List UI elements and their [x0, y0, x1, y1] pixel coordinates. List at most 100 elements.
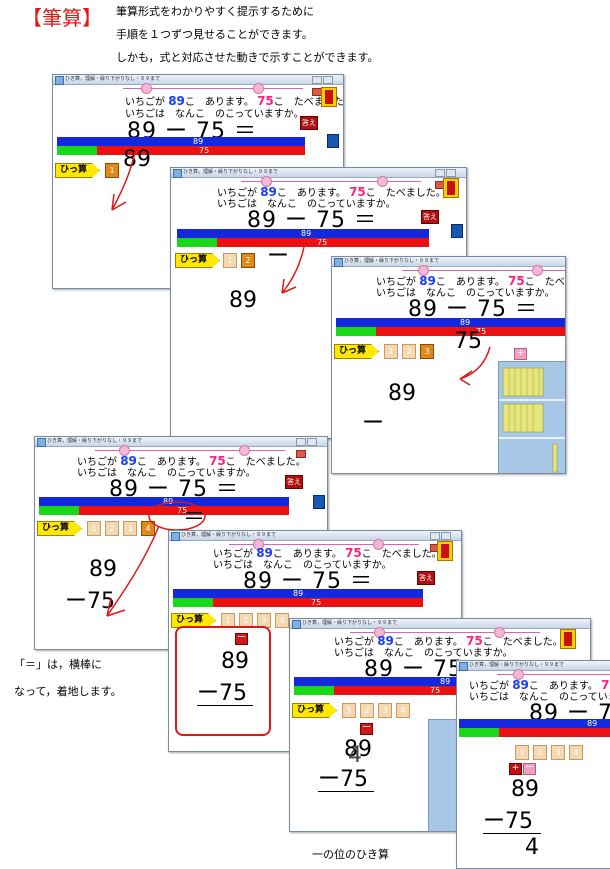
bar-75-label: 75 [199, 146, 210, 155]
placed-minus: ー [362, 411, 385, 436]
bar-89-label: 89 [587, 719, 598, 728]
placed-89: 89 [388, 381, 416, 406]
window-controls[interactable] [429, 532, 459, 552]
step-4-button[interactable]: 4 [569, 745, 583, 760]
window-titlebar: ひき算，理解・繰り下がりなし・９９まで [169, 531, 461, 552]
window-title: ひき算，理解・繰り下がりなし・９９まで [65, 76, 161, 82]
equation: 89 ー 75 ＝ [408, 297, 538, 322]
app-icon [173, 169, 182, 178]
hissan-button[interactable]: ひっ算 [292, 703, 338, 718]
counter-icon[interactable] [321, 87, 337, 107]
bar-75 [97, 146, 305, 155]
app-icon [37, 438, 46, 447]
step-1-button[interactable]: 1 [342, 703, 356, 718]
step-1-button[interactable]: 1 [384, 344, 398, 359]
bar-89-label: 89 [163, 497, 174, 506]
placed-minus-75: ー75 [483, 809, 533, 834]
landing-note-line-1: 「＝」は，横棒に [14, 658, 102, 671]
answer-button[interactable]: 答え [421, 210, 439, 224]
base-ten-blocks-panel [498, 361, 565, 473]
step-1-button[interactable]: 1 [223, 253, 237, 268]
flower-icon [377, 176, 388, 187]
window-titlebar: ひき算，理解・繰り下がりなし・９９まで [171, 168, 466, 189]
question-line-1: いちごが 89こ あります。 75こ たべました。 [376, 274, 565, 288]
motion-arrow-1 [111, 151, 136, 211]
bar-75-label: 75 [476, 327, 487, 336]
flower-icon [141, 83, 152, 94]
placed-89: 89 [511, 777, 539, 802]
window-controls[interactable] [434, 169, 464, 189]
placed-89: 89 [229, 288, 257, 313]
falling-minus: ー [267, 244, 290, 269]
step-3-button[interactable]: 3 [551, 745, 565, 760]
window-controls[interactable] [311, 76, 341, 96]
bar-75 [213, 598, 423, 607]
question-line-1: いちごが 89こ あります。 75こ たべました。 [469, 678, 610, 692]
counter-icon[interactable] [443, 178, 459, 198]
landing-note-line-2: なって，着地します。 [14, 685, 122, 698]
question-line-2: いちごは なんこ のこっていますか。 [376, 288, 555, 299]
step-1-button[interactable]: 1 [105, 163, 119, 178]
page-heading: 【筆算】 [22, 6, 102, 30]
window-controls[interactable] [295, 438, 325, 458]
bar-89 [294, 677, 544, 686]
step-3-button[interactable]: 3 [420, 344, 434, 359]
step-2-button[interactable]: 2 [533, 745, 547, 760]
answer-button[interactable]: 答え [285, 475, 303, 489]
bar-89-label: 89 [193, 137, 204, 146]
motion-arrow-2 [281, 246, 305, 294]
step-4-button[interactable]: 4 [141, 521, 155, 536]
step-2-button[interactable]: 2 [360, 703, 374, 718]
bar-75-label: 75 [430, 686, 441, 695]
bar-89-label: 89 [440, 677, 451, 686]
window-titlebar: ひき算，理解・繰り下がりなし・９９まで [290, 619, 590, 629]
flower-icon [239, 445, 250, 456]
bar-89 [57, 137, 305, 146]
hissan-button[interactable]: ひっ算 [175, 253, 221, 268]
app-icon [171, 532, 180, 541]
base-ten-blocks-panel [428, 719, 460, 831]
intro-line-2: 手順を１つずつ見せることができます。 [116, 28, 313, 41]
question-line-1: いちごが 89こ あります。 75こ たべました。 [77, 454, 306, 468]
step-4-button[interactable]: 4 [396, 703, 410, 718]
minus-button[interactable]: ー [235, 633, 248, 645]
hissan-button[interactable]: ひっ算 [171, 613, 217, 628]
counter-icon[interactable] [560, 629, 576, 649]
step-2-button[interactable]: 2 [402, 344, 416, 359]
step-3-button[interactable]: 3 [123, 521, 137, 536]
step-1-button[interactable]: 1 [515, 745, 529, 760]
bar-75 [334, 686, 544, 695]
bar-75 [376, 327, 565, 336]
flower-icon [119, 445, 130, 456]
step-4-button[interactable]: 4 [275, 613, 289, 628]
intro-line-3: しかも，式と対応させた動きで示すことができます。 [116, 51, 379, 64]
falling-89: 89 [123, 147, 151, 172]
window-titlebar: ひき算，理解・繰り下がりなし・９９まで [332, 257, 565, 267]
minus-button[interactable]: ー [360, 723, 373, 735]
pencil-icon[interactable] [327, 134, 339, 148]
bar-difference [336, 327, 376, 336]
step-2-button[interactable]: 2 [239, 613, 253, 628]
step-2-button[interactable]: 2 [241, 253, 255, 268]
step-1-button[interactable]: 1 [87, 521, 101, 536]
plus-button[interactable]: + [514, 348, 527, 360]
window-title: ひき算，理解・繰り下がりなし・９９まで [47, 438, 143, 444]
window-title: ひき算，理解・繰り下がりなし・９９まで [344, 258, 440, 264]
bar-89 [177, 229, 429, 238]
bar-difference [173, 598, 213, 607]
step-2-button[interactable]: 2 [105, 521, 119, 536]
counter-icon[interactable] [437, 541, 453, 561]
minus-button[interactable]: ー [523, 763, 536, 775]
hissan-button[interactable]: ひっ算 [55, 163, 101, 178]
plus-button[interactable]: + [509, 763, 522, 775]
bar-difference [57, 146, 97, 155]
hissan-button[interactable]: ひっ算 [37, 521, 83, 536]
answer-button[interactable]: 答え [300, 116, 318, 130]
question-line-2: いちごは なんこ のこっていますか。 [334, 648, 513, 659]
answer-button[interactable]: 答え [417, 571, 435, 585]
pencil-icon[interactable] [313, 495, 325, 509]
step-3-button[interactable]: 3 [378, 703, 392, 718]
flower-icon [253, 539, 264, 550]
hissan-button[interactable]: ひっ算 [334, 344, 380, 359]
pencil-icon[interactable] [451, 224, 463, 238]
